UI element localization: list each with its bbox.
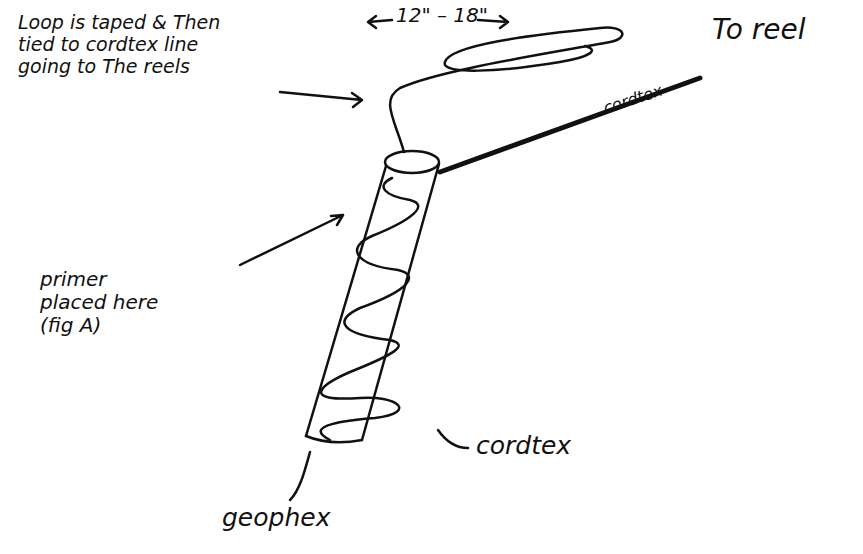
explosive-label: geophex [222, 504, 330, 533]
note-text: Loop is taped & Then tied to cordtex lin… [18, 12, 228, 78]
leader-arrow [280, 92, 362, 107]
reel-label: To reel [712, 14, 805, 46]
cord-label: cordtex [476, 432, 571, 461]
primer-note: primer placed here (fig A) [40, 268, 170, 337]
tube-top [385, 151, 439, 173]
leader-line [290, 452, 310, 500]
cordtex-loop [390, 28, 622, 152]
dimension-label: 12" – 18" [396, 4, 488, 27]
leader-line [438, 430, 468, 448]
tube-bottom [306, 436, 362, 442]
leader-arrow [240, 215, 343, 265]
cord-label: cordtex [601, 82, 665, 118]
dimension-arrow [368, 16, 392, 28]
cordtex-wrap [321, 178, 419, 440]
cordtex-line [440, 78, 700, 172]
